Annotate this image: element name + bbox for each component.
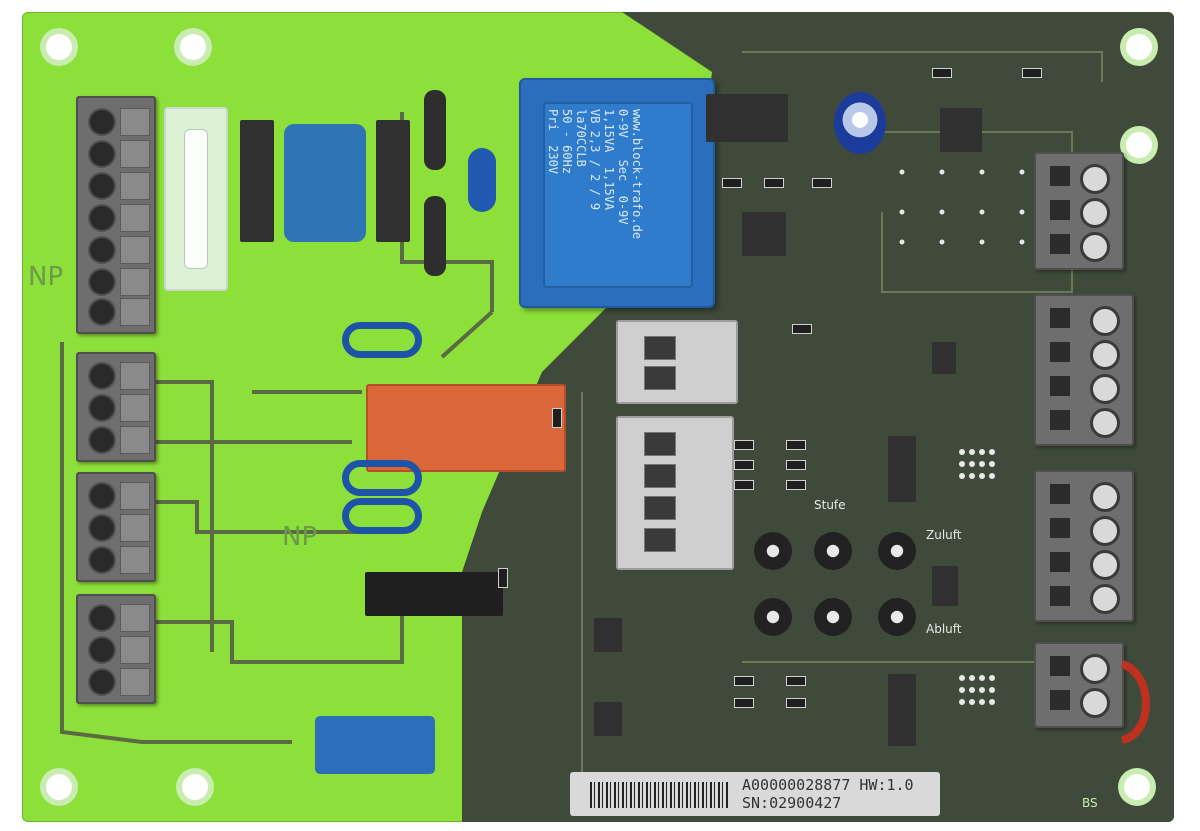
smd-resistor: [734, 676, 754, 686]
electrolytic-capacitor: [834, 92, 886, 154]
label-hw: HW:1.0: [859, 776, 914, 794]
barcode: [590, 782, 730, 808]
terminal-block-lower: [76, 594, 156, 704]
ic-opamp-3: [594, 618, 622, 652]
serial-label: A00000028877 HW:1.0 SN:02900427: [570, 772, 940, 816]
mount-hole-right-upper: [1126, 132, 1152, 158]
mount-hole-bottom-mid: [182, 774, 208, 800]
potentiometer-abluft-2[interactable]: [814, 598, 852, 636]
smd-resistor: [734, 480, 754, 490]
smd-resistor: [786, 480, 806, 490]
smd-resistor: [552, 408, 562, 428]
potentiometer-stufe-1[interactable]: [754, 532, 792, 570]
voltage-regulator-mid: [742, 212, 786, 256]
label-sn: SN:02900427: [742, 794, 842, 812]
resistor-bottom: [424, 196, 446, 276]
smd-resistor: [786, 440, 806, 450]
pcb-dark-ground-plane: [60, 12, 1174, 822]
smd-resistor: [792, 324, 812, 334]
via-grid: [899, 169, 1025, 705]
varistor-left: [240, 120, 274, 242]
potentiometer-stufe-3[interactable]: [878, 532, 916, 570]
label-part-number: A00000028877: [742, 776, 851, 794]
smd-resistor: [722, 178, 742, 188]
potentiometer-abluft-1[interactable]: [754, 598, 792, 636]
blue-capacitor-small: [468, 148, 496, 212]
white-connector-lower: [616, 416, 734, 570]
ic-logic-1: [888, 436, 916, 502]
terminal-block-right-4: [1034, 642, 1124, 728]
coil-1: [342, 322, 422, 358]
mount-hole-top-right: [1126, 34, 1152, 60]
smd-resistor: [734, 698, 754, 708]
filter-choke: [284, 124, 366, 242]
silk-abluft: Abluft: [926, 622, 962, 636]
red-jumper-wire: [1120, 660, 1150, 744]
terminal-block-mains: [76, 96, 156, 334]
resistor-top: [424, 90, 446, 170]
relay-black: [365, 572, 503, 616]
glass-fuse: [164, 107, 228, 291]
silk-np-1: NP: [28, 262, 64, 292]
transformer-label-area: [543, 102, 693, 288]
potentiometer-abluft-3[interactable]: [878, 598, 916, 636]
smd-resistor: [734, 460, 754, 470]
smd-resistor: [786, 698, 806, 708]
white-connector-upper: [616, 320, 738, 404]
relay-red: [366, 384, 566, 472]
terminal-block-zul: [76, 352, 156, 462]
varistor-right: [376, 120, 410, 242]
mount-hole-top-left: [46, 34, 72, 60]
voltage-regulator-top: [940, 108, 982, 152]
smd-resistor: [1022, 68, 1042, 78]
coil-2: [342, 460, 422, 496]
ic-opamp-4: [594, 702, 622, 736]
smd-resistor: [764, 178, 784, 188]
silk-stufe: Stufe: [814, 498, 846, 512]
smd-resistor: [786, 676, 806, 686]
ic-opamp-2: [932, 566, 958, 606]
smd-resistor: [498, 568, 508, 588]
serial-label-text: A00000028877 HW:1.0 SN:02900427: [742, 776, 914, 812]
mount-hole-bottom-left: [46, 774, 72, 800]
film-capacitor: [315, 716, 435, 774]
silk-np-2: NP: [282, 522, 318, 552]
potentiometer-stufe-2[interactable]: [814, 532, 852, 570]
silk-zuluft: Zuluft: [926, 528, 962, 542]
smd-resistor: [734, 440, 754, 450]
smd-resistor: [786, 460, 806, 470]
mount-hole-top-mid: [180, 34, 206, 60]
ic-opamp-1: [932, 342, 956, 374]
coil-3: [342, 498, 422, 534]
terminal-block-abl: [76, 472, 156, 582]
silk-bs: BS: [1082, 796, 1098, 810]
terminal-block-right-1: [1034, 152, 1124, 270]
mount-hole-bottom-right: [1124, 774, 1150, 800]
ic-logic-2: [888, 674, 916, 746]
terminal-block-right-3: [1034, 470, 1134, 622]
bridge-rectifier: [706, 94, 788, 142]
smd-resistor: [932, 68, 952, 78]
terminal-block-right-2: [1034, 294, 1134, 446]
smd-resistor: [812, 178, 832, 188]
